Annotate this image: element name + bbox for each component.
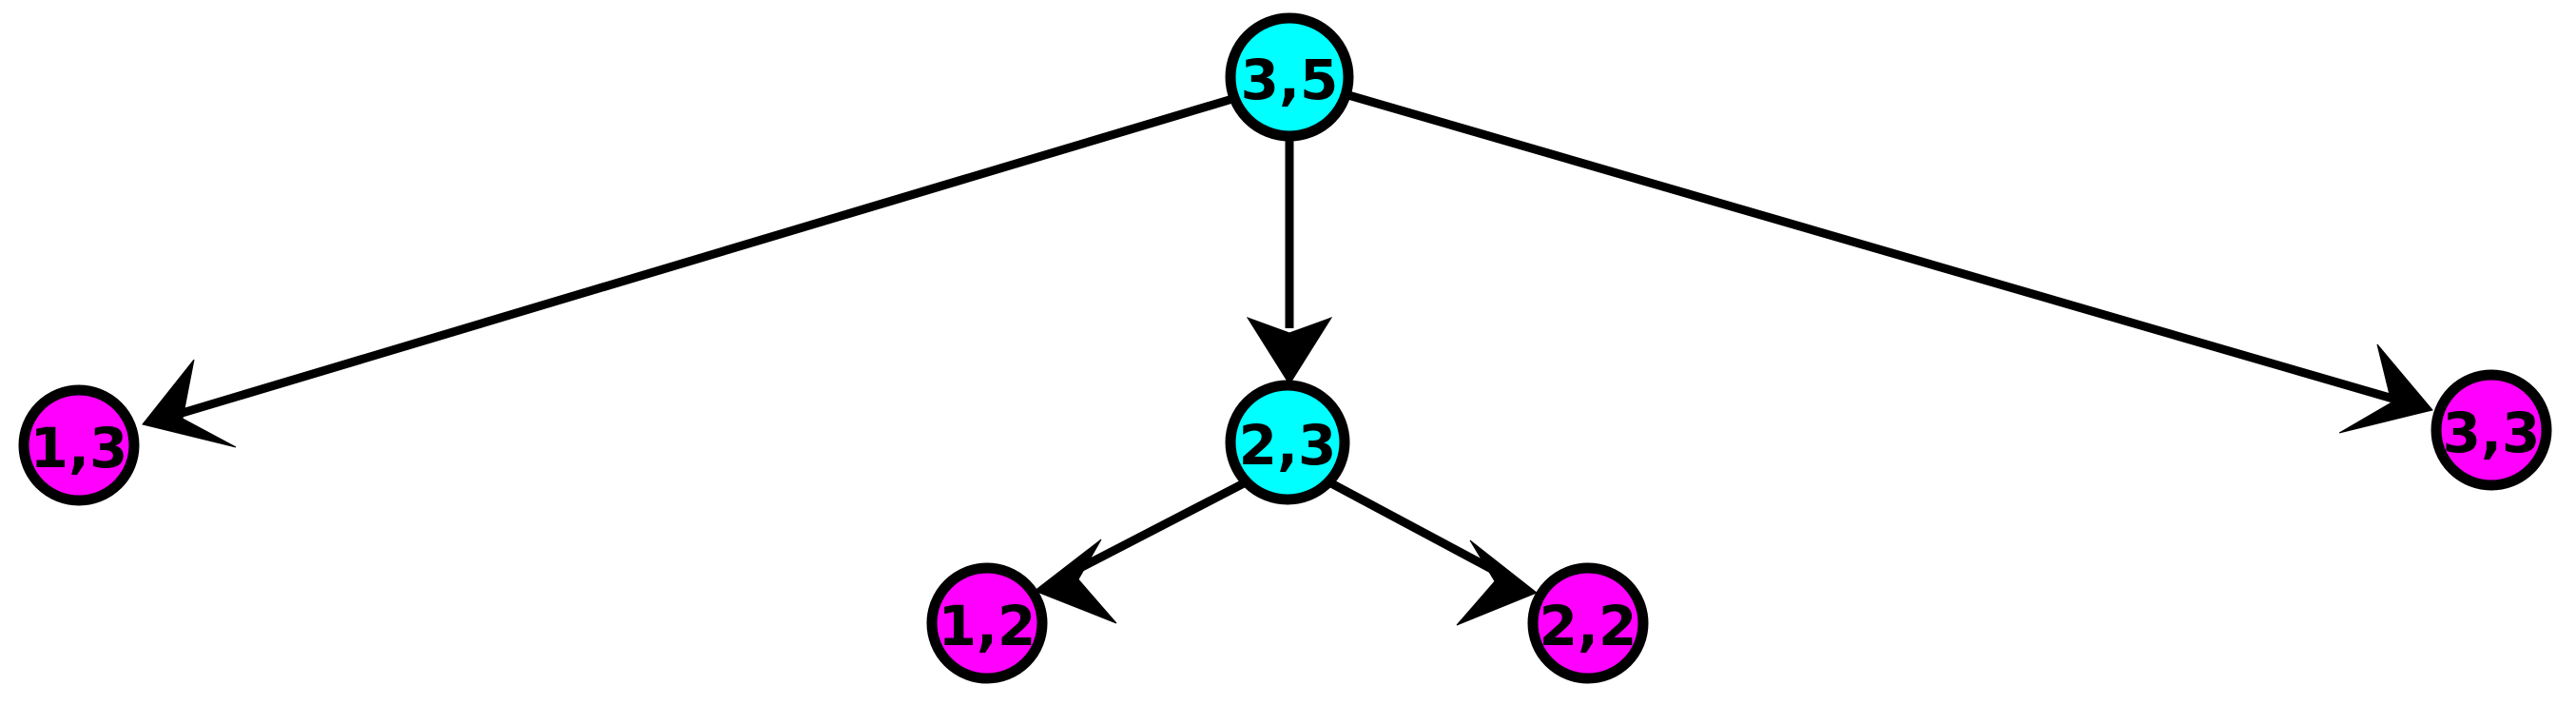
- edge-35-to-23[interactable]: [1246, 138, 1333, 385]
- edge-23-to-12[interactable]: [1033, 480, 1247, 624]
- edge-line: [1328, 480, 1501, 577]
- arrowhead-icon: [1456, 539, 1538, 626]
- edges-layer: [142, 90, 2433, 626]
- arrowhead-icon: [142, 359, 237, 448]
- arrowhead-icon: [1033, 539, 1117, 624]
- node-label: 1,3: [30, 416, 128, 480]
- node-label: 2,3: [1239, 413, 1337, 478]
- edge-line: [1072, 480, 1247, 575]
- edge-23-to-22[interactable]: [1328, 480, 1538, 626]
- node-circle: [1225, 12, 1354, 142]
- node-label: 3,3: [2443, 401, 2541, 465]
- node-label: 2,2: [1540, 594, 1637, 658]
- nodes-layer: 3,5 1,3 2,3 3,3 1,2 2,2: [18, 12, 2552, 684]
- node-label: 1,2: [939, 594, 1036, 658]
- edge-line: [1346, 90, 2398, 404]
- edge-35-to-13[interactable]: [142, 94, 1234, 448]
- node-1-3[interactable]: 1,3: [18, 384, 140, 506]
- node-circle: [1527, 562, 1649, 684]
- node-1-2[interactable]: 1,2: [926, 562, 1048, 684]
- node-3-3[interactable]: 3,3: [2431, 369, 2552, 491]
- node-circle: [1225, 380, 1350, 505]
- node-label: 3,5: [1241, 48, 1339, 112]
- arrowhead-icon: [1246, 317, 1333, 385]
- node-2-3[interactable]: 2,3: [1225, 380, 1350, 505]
- node-circle: [2431, 369, 2552, 491]
- arrowhead-icon: [2338, 343, 2433, 434]
- node-3-5[interactable]: 3,5: [1225, 12, 1354, 142]
- node-2-2[interactable]: 2,2: [1527, 562, 1649, 684]
- edge-line: [174, 94, 1234, 420]
- node-circle: [18, 384, 140, 506]
- node-circle: [926, 562, 1048, 684]
- edge-35-to-33[interactable]: [1346, 90, 2433, 434]
